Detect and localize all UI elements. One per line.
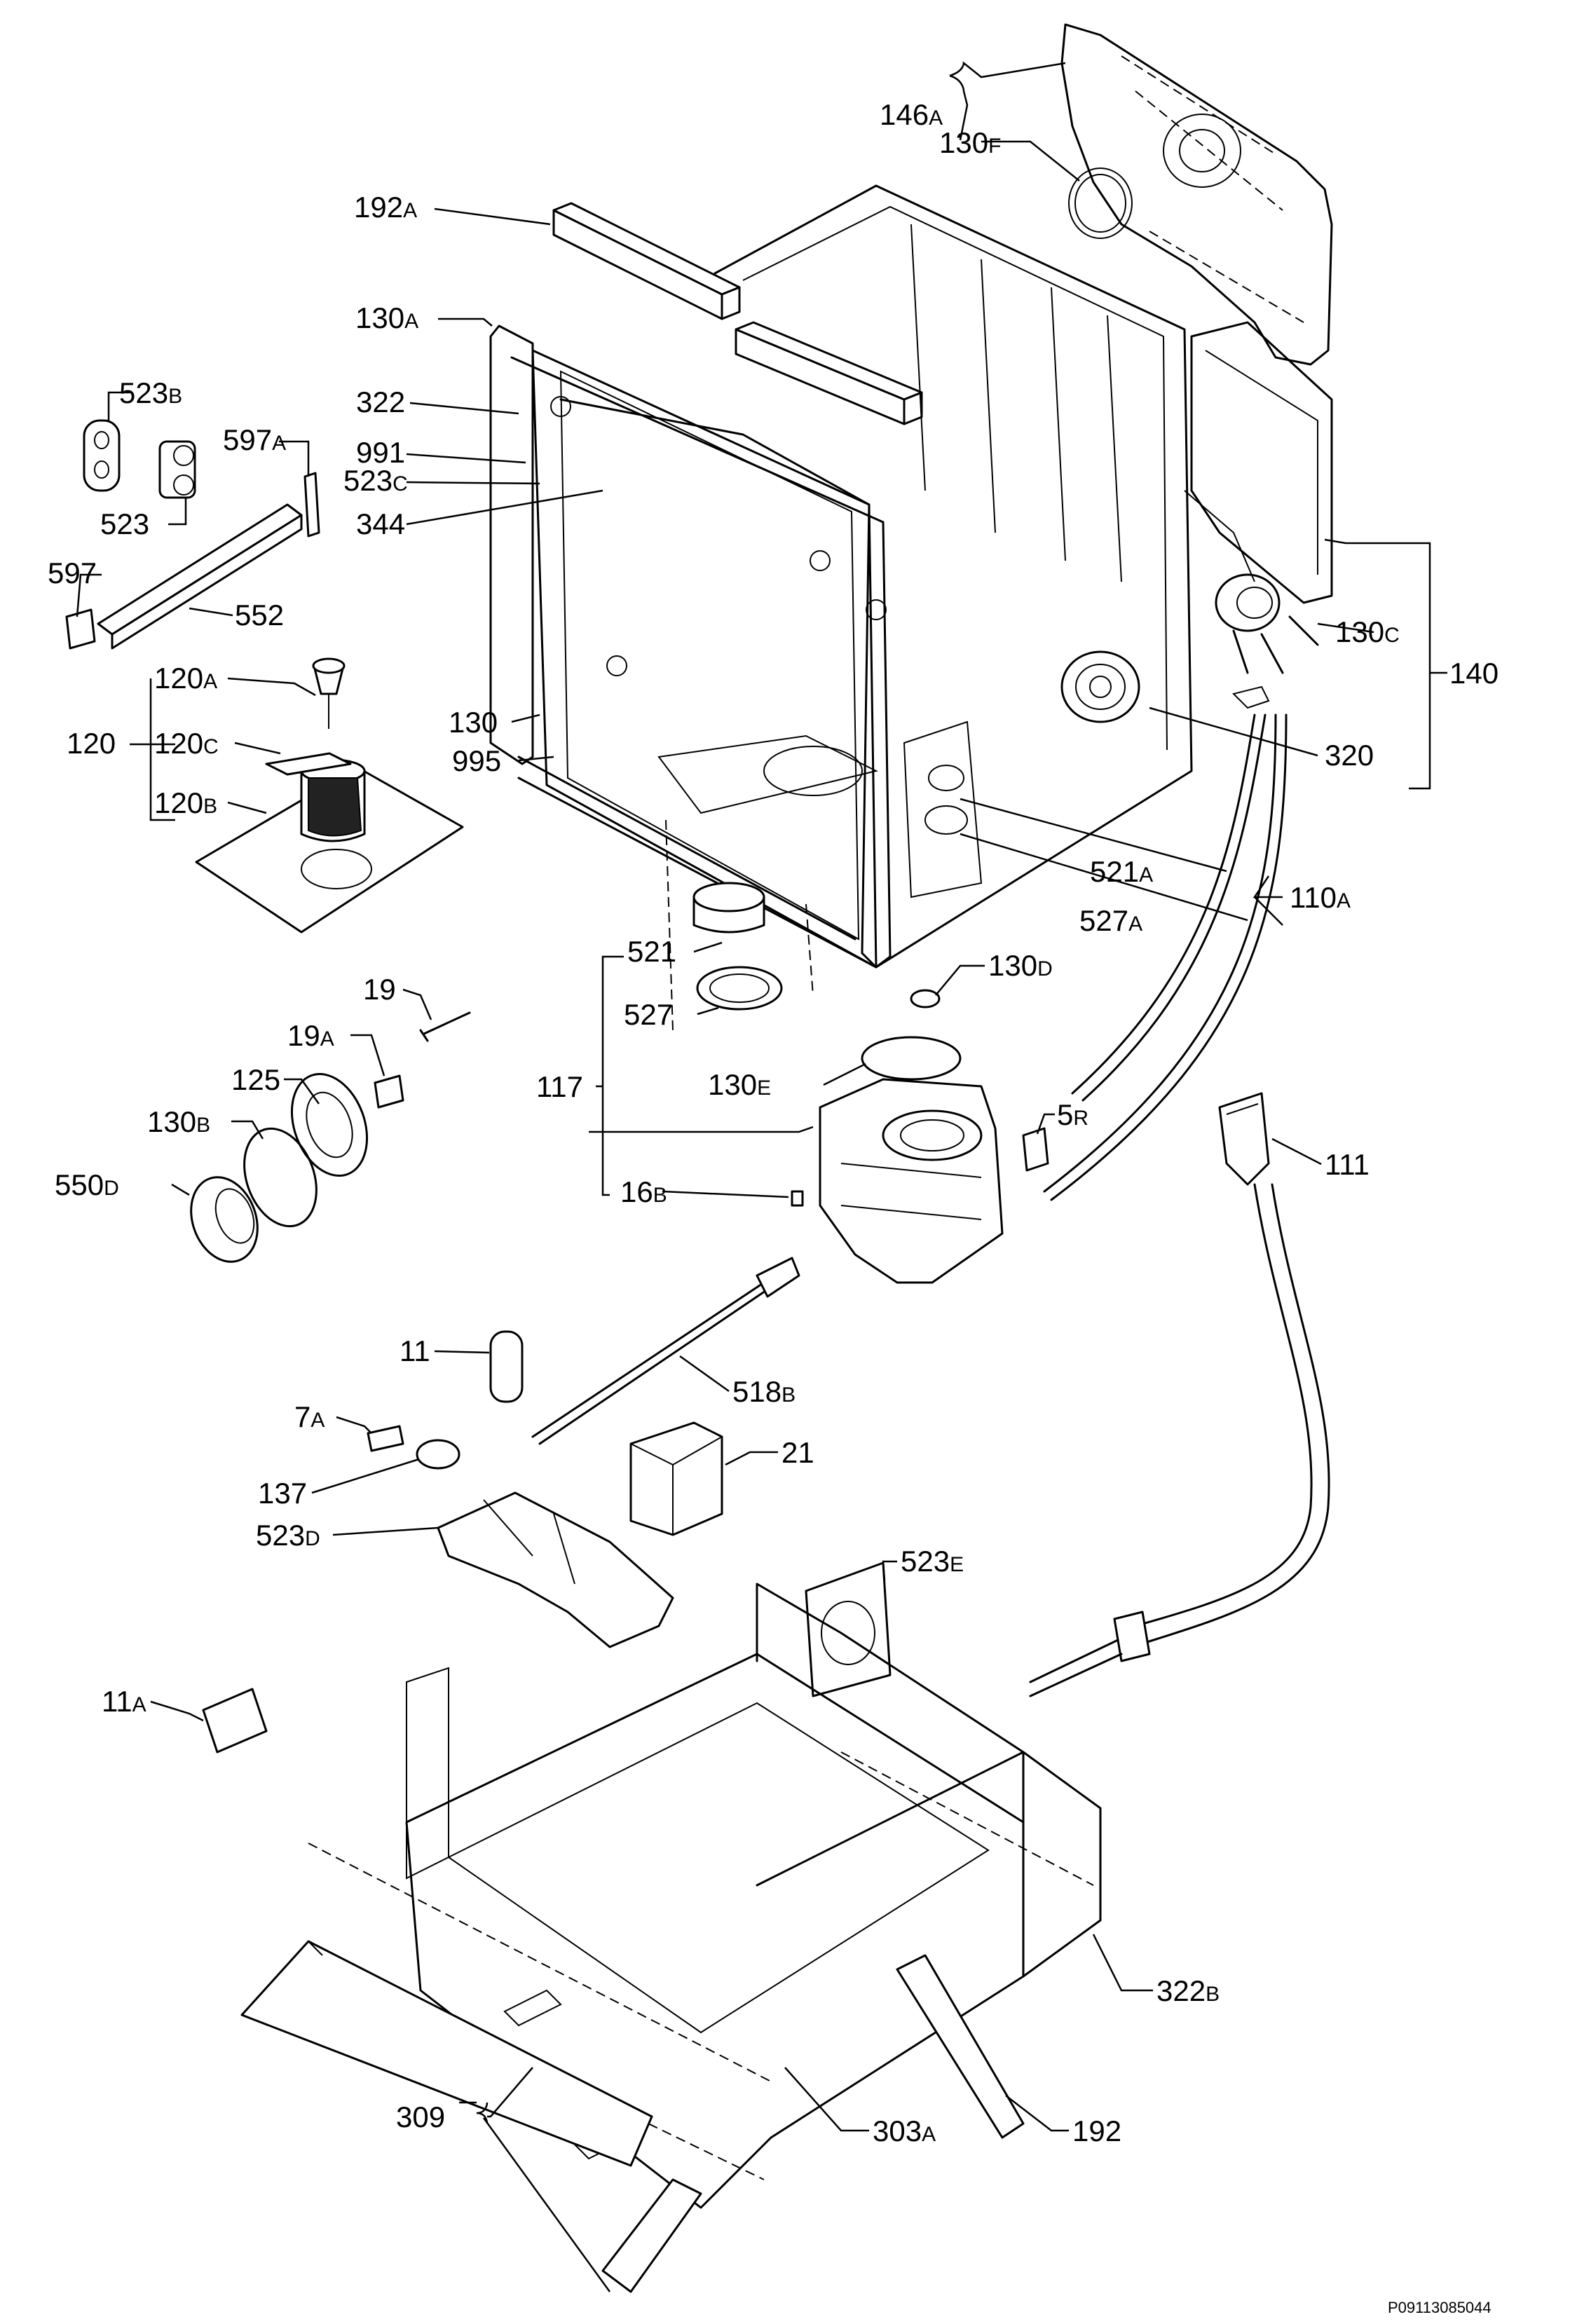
label-527a: 527A [1079,904,1142,937]
label-523e: 523E [901,1545,964,1578]
hose-110a [1043,713,1288,1201]
kickplate-309 [240,1940,702,2293]
label-16b: 16B [620,1175,667,1208]
seal-130d [910,989,941,1009]
label-523d: 523D [256,1519,320,1552]
seal-ring-130f [1068,168,1133,239]
label-521a: 521A [1090,855,1153,888]
insulation-block-192a [552,202,923,425]
label-130c: 130C [1335,615,1400,648]
label-110a: 110A [1290,881,1351,914]
sensor-19 [419,1011,471,1042]
label-344: 344 [356,507,405,540]
fitting-5r [1022,1127,1049,1172]
capacitor-11 [489,1330,524,1403]
filter-120 [195,657,464,934]
insulation-strip-192 [896,1954,1025,2139]
leader-lines [76,61,1447,2292]
valve-130c [1215,573,1319,709]
side-panel-140 [1184,321,1333,604]
power-cord-518b [531,1257,800,1445]
label-130e: 130E [708,1068,771,1101]
label-21: 21 [781,1436,814,1469]
label-523c: 523C [343,464,408,497]
label-192: 192 [1072,2114,1121,2147]
label-120c: 120C [154,727,219,760]
label-995: 995 [452,744,501,777]
label-137: 137 [258,1477,307,1510]
drain-hose-111 [1029,1092,1330,1697]
label-320: 320 [1325,739,1374,772]
element-11a [202,1688,268,1754]
housing-523d [437,1491,674,1648]
switch-7a [367,1425,404,1452]
grommet-523b [83,419,121,492]
label-120a: 120A [154,662,217,695]
label-130: 130 [449,706,498,739]
label-11a: 11A [102,1685,146,1718]
cover-550d [190,1176,259,1263]
label-130f: 130F [939,126,1001,159]
label-309: 309 [396,2100,445,2133]
bushing-137 [416,1439,460,1470]
label-991: 991 [356,436,405,469]
label-597a: 597A [223,423,286,456]
label-130d: 130D [988,949,1053,982]
label-19a: 19A [287,1019,334,1052]
label-550d: 550D [55,1168,119,1201]
rail-552 [65,472,320,650]
heater-unit-320 [1060,650,1140,723]
label-146a: 146A [880,98,943,131]
bushing-523 [158,440,196,499]
sensor-19a [374,1074,404,1109]
label-120b: 120B [154,786,217,819]
filter-125 [290,1072,369,1177]
label-111: 111 [1325,1148,1370,1181]
bracket-523e [805,1561,892,1697]
label-552: 552 [235,599,284,631]
label-322b: 322B [1156,1974,1220,2007]
label-11: 11 [400,1334,430,1367]
label-521: 521 [627,935,676,968]
label-5r: 5R [1057,1098,1088,1131]
label-597: 597 [48,556,97,589]
part-labels: 146A 130F 192A 130A 523B 322 597A 991 52… [48,98,1499,2147]
label-130a: 130A [355,301,418,334]
label-19: 19 [363,973,396,1006]
label-125: 125 [231,1063,280,1096]
label-523: 523 [100,507,149,540]
label-117: 117 [536,1070,583,1103]
label-523b: 523B [119,376,182,409]
seal-130e [861,1036,962,1081]
salt-container-117 [791,1078,1004,1284]
label-192a: 192A [354,191,417,224]
label-322: 322 [356,385,405,418]
cap-521 [692,882,765,934]
transformer-21 [629,1421,723,1536]
seal-130b [243,1127,318,1228]
label-303a: 303A [873,2114,936,2147]
label-130b: 130B [147,1105,210,1138]
label-518b: 518B [732,1375,796,1408]
label-7a: 7A [294,1400,325,1433]
label-140: 140 [1449,657,1499,690]
ring-527 [696,966,783,1011]
label-120: 120 [67,727,116,760]
diagram-code: P09113085044 [1388,2299,1492,2316]
label-527: 527 [624,998,673,1031]
insulation-panel-146a [1060,23,1333,366]
